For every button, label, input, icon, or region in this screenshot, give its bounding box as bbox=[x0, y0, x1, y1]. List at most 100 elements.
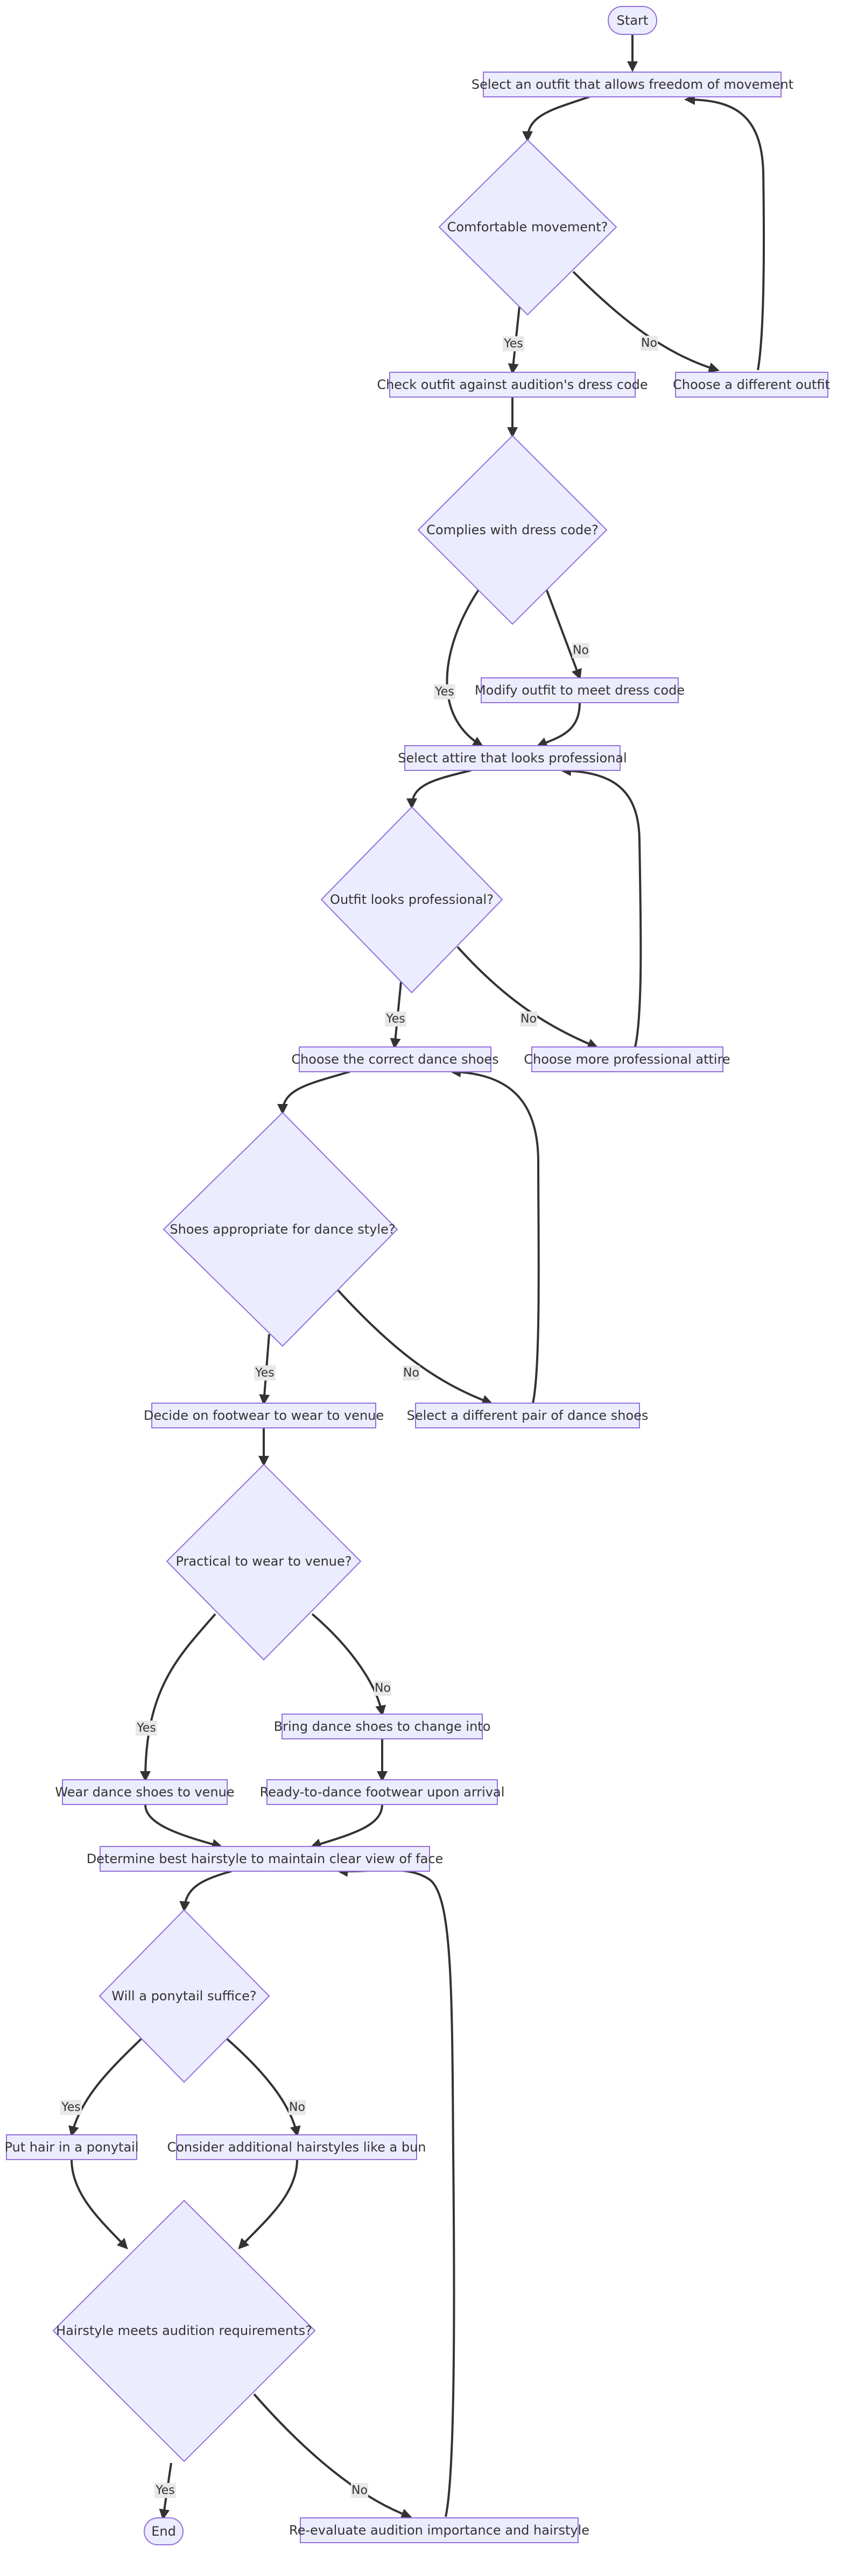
node-different-dance-shoes-label: Select a different pair of dance shoes bbox=[407, 1408, 649, 1423]
node-ponytail-label: Put hair in a ponytail bbox=[4, 2140, 138, 2155]
edge-label-yes: Yes bbox=[385, 1013, 405, 1026]
node-determine-hairstyle-label: Determine best hairstyle to maintain cle… bbox=[87, 1851, 444, 1866]
node-end: End bbox=[144, 2517, 184, 2545]
decision-ponytail-label: Will a ponytail suffice? bbox=[111, 1988, 256, 2004]
node-choose-more-professional-label: Choose more professional attire bbox=[524, 1052, 730, 1067]
edge-d1-n3 bbox=[572, 271, 720, 373]
edge-n4-n5 bbox=[536, 702, 581, 748]
edge-n14-d7 bbox=[71, 2159, 128, 2249]
decision-practical-venue: Practical to wear to venue? bbox=[166, 1463, 362, 1661]
edge-label-yes: Yes bbox=[61, 2101, 81, 2114]
node-choose-dance-shoes-label: Choose the correct dance shoes bbox=[291, 1052, 498, 1067]
nodes: Start Select an outfit that allows freed… bbox=[4, 6, 830, 2545]
label-d7-yes: Yes bbox=[154, 2483, 176, 2498]
decision-practical-venue-label: Practical to wear to venue? bbox=[175, 1554, 351, 1569]
node-reevaluate: Re-evaluate audition importance and hair… bbox=[289, 2517, 589, 2543]
node-reevaluate-label: Re-evaluate audition importance and hair… bbox=[289, 2523, 589, 2538]
node-choose-different-outfit-label: Choose a different outfit bbox=[673, 377, 830, 392]
decision-looks-professional-label: Outfit looks professional? bbox=[330, 892, 494, 907]
edge-n5-d3 bbox=[406, 769, 472, 809]
node-consider-hairstyles: Consider additional hairstyles like a bu… bbox=[167, 2134, 426, 2160]
edge-d6-n14 bbox=[68, 2038, 142, 2137]
node-bring-dance-shoes: Bring dance shoes to change into bbox=[274, 1714, 491, 1739]
edge-n1-d1 bbox=[522, 96, 590, 142]
node-start: Start bbox=[608, 6, 657, 35]
edge-d5-n10 bbox=[311, 1613, 386, 1716]
decision-comfortable-movement-label: Comfortable movement? bbox=[447, 220, 608, 235]
edge-label-no: No bbox=[375, 1682, 391, 1695]
edge-n7-n5 bbox=[560, 765, 642, 1048]
label-d6-yes: Yes bbox=[60, 2100, 82, 2115]
node-consider-hairstyles-label: Consider additional hairstyles like a bu… bbox=[167, 2140, 426, 2155]
edge-label-no: No bbox=[351, 2484, 368, 2497]
edge-d6-n15 bbox=[226, 2038, 301, 2137]
label-d7-no: No bbox=[351, 2483, 368, 2498]
decision-complies-dress-code-label: Complies with dress code? bbox=[426, 522, 598, 537]
edge-d5-n11 bbox=[140, 1613, 216, 1782]
node-different-dance-shoes: Select a different pair of dance shoes bbox=[407, 1403, 649, 1428]
node-end-label: End bbox=[151, 2524, 176, 2539]
label-d2-yes: Yes bbox=[434, 684, 455, 699]
decision-shoes-appropriate: Shoes appropriate for dance style? bbox=[163, 1112, 398, 1347]
node-choose-more-professional: Choose more professional attire bbox=[524, 1046, 730, 1072]
node-ready-footwear: Ready-to-dance footwear upon arrival bbox=[260, 1779, 505, 1805]
node-modify-outfit: Modify outfit to meet dress code bbox=[475, 677, 685, 703]
edge-label-yes: Yes bbox=[434, 685, 454, 699]
label-d5-yes: Yes bbox=[136, 1721, 157, 1736]
node-decide-footwear-label: Decide on footwear to wear to venue bbox=[144, 1408, 384, 1423]
edge-n12-n13 bbox=[310, 1804, 383, 1849]
edge-label-yes: Yes bbox=[255, 1367, 275, 1380]
edge-n9-n6 bbox=[450, 1066, 540, 1404]
node-select-outfit: Select an outfit that allows freedom of … bbox=[472, 72, 793, 97]
edge-d2-n5 bbox=[446, 588, 484, 747]
decision-ponytail: Will a ponytail suffice? bbox=[99, 1909, 270, 2083]
edge-n3-n1 bbox=[684, 94, 765, 371]
node-select-outfit-label: Select an outfit that allows freedom of … bbox=[472, 77, 793, 92]
edge-d2-n4 bbox=[545, 589, 582, 680]
edge-labels: Yes No Yes No Yes No Yes No bbox=[60, 336, 658, 2498]
node-check-dress-code-label: Check outfit against audition's dress co… bbox=[377, 377, 648, 392]
edges bbox=[68, 34, 765, 2520]
edge-label-no: No bbox=[521, 1013, 537, 1026]
node-select-professional-attire: Select attire that looks professional bbox=[398, 745, 627, 771]
edge-label-yes: Yes bbox=[503, 337, 523, 351]
decision-comfortable-movement: Comfortable movement? bbox=[438, 139, 617, 316]
label-d3-yes: Yes bbox=[385, 1011, 406, 1027]
decision-meets-requirements: Hairstyle meets audition requirements? bbox=[52, 2199, 316, 2462]
edge-n16-n13 bbox=[337, 1866, 455, 2517]
label-d6-no: No bbox=[289, 2100, 306, 2115]
decision-meets-requirements-label: Hairstyle meets audition requirements? bbox=[56, 2323, 312, 2338]
node-determine-hairstyle: Determine best hairstyle to maintain cle… bbox=[87, 1846, 444, 1872]
edge-label-yes: Yes bbox=[136, 1722, 156, 1735]
node-check-dress-code: Check outfit against audition's dress co… bbox=[377, 372, 648, 398]
edge-label-no: No bbox=[573, 644, 589, 657]
node-choose-different-outfit: Choose a different outfit bbox=[673, 372, 830, 398]
node-modify-outfit-label: Modify outfit to meet dress code bbox=[475, 683, 685, 698]
edge-n15-d7 bbox=[238, 2159, 298, 2249]
node-ponytail: Put hair in a ponytail bbox=[4, 2134, 139, 2160]
label-d1-no: No bbox=[641, 336, 658, 351]
edge-label-yes: Yes bbox=[155, 2484, 175, 2497]
edge-d7-n16 bbox=[253, 2393, 412, 2519]
decision-shoes-appropriate-label: Shoes appropriate for dance style? bbox=[170, 1222, 395, 1237]
label-d4-yes: Yes bbox=[254, 1365, 276, 1381]
node-decide-footwear: Decide on footwear to wear to venue bbox=[144, 1403, 384, 1428]
decision-looks-professional: Outfit looks professional? bbox=[320, 806, 503, 994]
label-d4-no: No bbox=[403, 1365, 420, 1381]
node-start-label: Start bbox=[617, 13, 649, 28]
node-wear-dance-shoes-label: Wear dance shoes to venue bbox=[55, 1785, 234, 1800]
edge-d4-n9 bbox=[335, 1287, 493, 1405]
edge-label-no: No bbox=[641, 337, 657, 350]
edge-label-no: No bbox=[403, 1367, 419, 1380]
node-wear-dance-shoes: Wear dance shoes to venue bbox=[55, 1779, 235, 1805]
edge-n6-d4 bbox=[277, 1071, 350, 1115]
node-bring-dance-shoes-label: Bring dance shoes to change into bbox=[274, 1719, 491, 1734]
edge-d3-n7 bbox=[456, 946, 599, 1049]
edge-n13-d6 bbox=[179, 1870, 232, 1912]
decision-complies-dress-code: Complies with dress code? bbox=[417, 435, 608, 625]
label-d5-no: No bbox=[374, 1681, 391, 1696]
edge-n11-n13 bbox=[144, 1804, 223, 1850]
node-ready-footwear-label: Ready-to-dance footwear upon arrival bbox=[260, 1785, 505, 1800]
node-choose-dance-shoes: Choose the correct dance shoes bbox=[291, 1046, 499, 1072]
